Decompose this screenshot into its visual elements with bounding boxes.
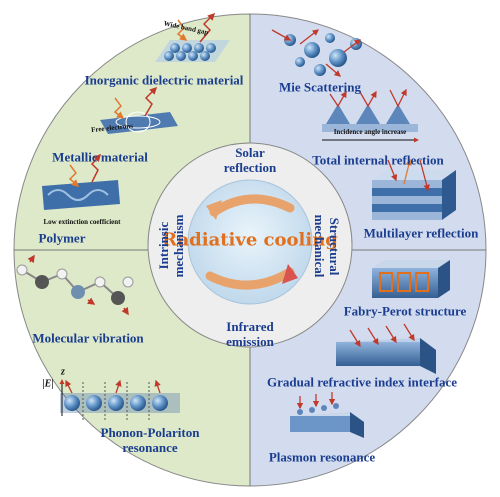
sphere-lattice-illustration [155, 12, 230, 62]
solar-reflection-line-1: Solar [235, 145, 265, 160]
metal-plate-illustration [100, 86, 178, 134]
cycle-arrow-bottom [205, 267, 295, 290]
intrinsic-mechanism-label: Intrinsic mechanism [156, 215, 186, 278]
multilayer-reflection-label: Multilayer reflection [363, 225, 479, 241]
structural-mechanical-label: Structural mechanical [312, 215, 342, 278]
structural-line-2: mechanical [312, 214, 327, 278]
fabry-perot-illustration [372, 260, 450, 298]
polymer-illustration [42, 153, 120, 210]
metallic-material-label: Metallic material [52, 149, 148, 165]
phonon-line-1: Phonon-Polariton [100, 425, 200, 440]
solar-reflection-label: Solar reflection [224, 145, 276, 175]
mie-scattering-illustration [271, 29, 362, 77]
plasmon-resonance-label: Plasmon resonance [268, 449, 376, 465]
polymer-label: Polymer [38, 230, 86, 246]
infrared-emission-line-1: Infrared [226, 319, 274, 334]
cycle-arrow-top-head [206, 200, 222, 220]
infrared-emission-label: Infrared emission [226, 319, 274, 349]
cycle-arrow-bottom-head [282, 264, 298, 284]
molecular-vibration-label: Molecular vibration [32, 330, 144, 346]
axis-z-label: z [61, 366, 65, 378]
cycle-arrow-top [209, 194, 295, 217]
phonon-illustration [59, 379, 180, 420]
plasmon-illustration [290, 392, 364, 438]
multilayer-illustration [372, 158, 456, 220]
molecule-illustration [16, 254, 134, 316]
mie-scattering-label: Mie Scattering [279, 79, 361, 95]
incidence-angle-annotation: Incidence angle increase [333, 128, 407, 136]
gradual-index-label: Gradual refractive index interface [266, 374, 458, 390]
solar-reflection-line-2: reflection [223, 160, 277, 175]
structural-line-1: Structural [327, 217, 342, 275]
axis-e-label: |E| [42, 378, 54, 390]
low-extinction-annotation: Low extinction coefficient [43, 218, 121, 226]
phonon-polariton-label: Phonon-Polariton resonance [101, 425, 200, 455]
infrared-emission-line-2: emission [226, 334, 274, 349]
intrinsic-line-1: Intrinsic [156, 222, 171, 270]
center-title: Radiative cooling [162, 229, 338, 251]
tir-illustration [322, 88, 419, 143]
total-internal-reflection-label: Total internal reflection [312, 152, 444, 168]
gradient-index-illustration [336, 323, 436, 374]
phonon-line-2: resonance [122, 440, 178, 455]
intrinsic-line-2: mechanism [171, 214, 186, 278]
inorganic-dielectric-label: Inorganic dielectric material [84, 72, 244, 88]
fabry-perot-label: Fabry-Perot structure [343, 303, 467, 319]
